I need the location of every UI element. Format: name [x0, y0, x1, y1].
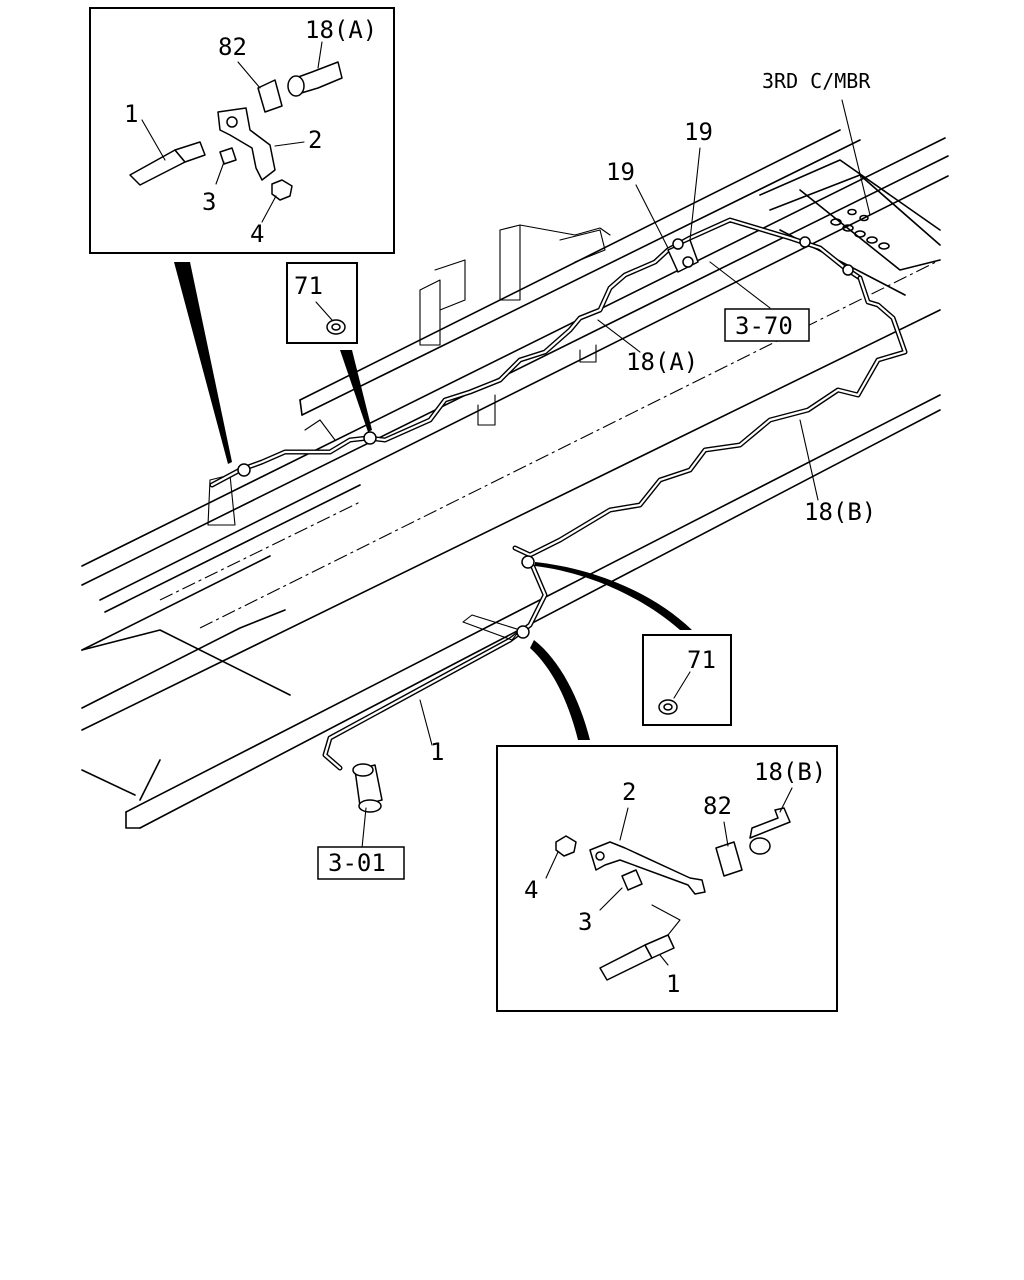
leader-lines [361, 99, 871, 849]
callout-71-lower: 71 [687, 646, 716, 674]
reference-box-3-01 [317, 846, 405, 880]
callout-18a-detail: 18(A) [305, 16, 377, 44]
callout-71-upper: 71 [294, 272, 323, 300]
callout-4-detail-bottom: 4 [524, 876, 538, 904]
callout-82-detail-top: 82 [218, 33, 247, 61]
leader-wedge-2 [340, 350, 372, 432]
callout-1-detail-bottom: 1 [666, 970, 680, 998]
callout-3-detail-bottom: 3 [578, 908, 592, 936]
pipe-clips [237, 236, 854, 639]
brake-pipe-18b [512, 275, 908, 558]
callout-4-detail-top: 4 [250, 220, 264, 248]
callout-18a-main: 18(A) [626, 348, 698, 376]
washer-box-71-upper [286, 262, 358, 344]
leader-wedge-3 [535, 562, 692, 630]
reference-box-3-70 [724, 308, 810, 342]
leader-wedge-4 [530, 640, 590, 740]
callout-2-detail-bottom: 2 [622, 778, 636, 806]
callout-19-upper: 19 [684, 118, 713, 146]
callout-1-detail-top: 1 [124, 100, 138, 128]
callout-18b-detail: 18(B) [754, 758, 826, 786]
callout-18b-main: 18(B) [804, 498, 876, 526]
frame-label: 3RD C/MBR [762, 69, 871, 93]
ref-3-70: 3-70 [735, 312, 793, 340]
detail-box-18b [496, 745, 838, 1012]
leader-wedge-1 [174, 262, 232, 464]
brake-pipe-18a [209, 217, 863, 488]
washer-box-71-lower [642, 634, 732, 726]
callout-3-detail-top: 3 [202, 188, 216, 216]
ref-3-01: 3-01 [328, 849, 386, 877]
callout-19-lower: 19 [606, 158, 635, 186]
callout-2-detail-top: 2 [308, 126, 322, 154]
callout-82-detail-bottom: 82 [703, 792, 732, 820]
detail-box-18a [89, 7, 395, 254]
callout-1-main: 1 [430, 738, 444, 766]
